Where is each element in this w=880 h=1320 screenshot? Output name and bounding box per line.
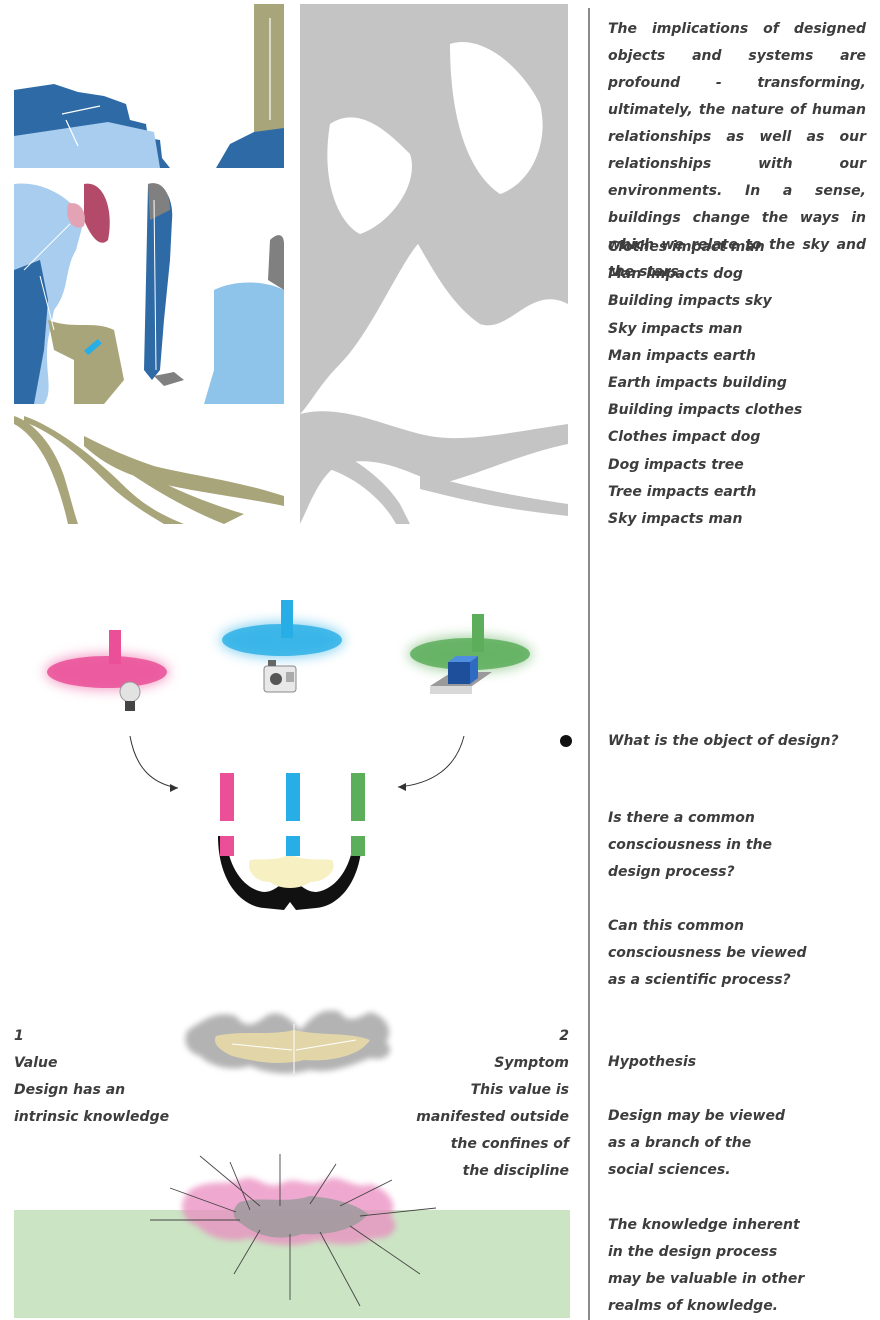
question-scientific-process: Can this common consciousness be viewed … [608, 918, 807, 988]
gray-texture-panel [300, 4, 568, 524]
radiating-arrows [150, 1154, 437, 1307]
column-divider [588, 8, 590, 1320]
list-item: Clothes impact dog [608, 429, 761, 446]
green-disc [408, 614, 532, 672]
question-common-consciousness: Is there a common consciousness in the d… [608, 810, 773, 880]
hypothesis-knowledge: The knowledge inherent in the design pro… [608, 1217, 805, 1314]
cube-icon [430, 656, 492, 694]
person-dog-panel [14, 183, 284, 404]
symptom-splat [150, 1154, 437, 1307]
hypothesis-heading: Hypothesis [608, 1054, 697, 1070]
list-item: Man impacts earth [608, 347, 756, 364]
bullet-dot [560, 735, 572, 747]
intro-paragraph: The implications of designed objects and… [608, 21, 866, 280]
list-item: Building impacts clothes [608, 402, 803, 419]
video-camera-icon [263, 660, 297, 693]
list-item: Man impacts dog [608, 266, 743, 283]
hypothesis-social-sciences: Design may be viewed as a branch of the … [608, 1108, 785, 1178]
pink-bar [220, 773, 234, 821]
list-item: Building impacts sky [608, 293, 772, 310]
arrow-right-curve [397, 735, 465, 788]
building-panel [14, 4, 284, 168]
list-item: Dog impacts tree [608, 456, 744, 473]
light-bulb-icon [119, 681, 141, 711]
branches-panel [14, 416, 284, 524]
list-item: Earth impacts building [608, 375, 787, 392]
design-objects-diagram [45, 600, 532, 910]
trident-vessel [218, 836, 365, 910]
list-item: Tree impacts earth [608, 483, 757, 500]
green-bar [351, 773, 365, 821]
symptom-label: 2 Symptom This value is manifested outsi… [416, 1028, 569, 1179]
pink-disc [45, 630, 169, 690]
value-splat [185, 1010, 391, 1074]
list-item: Sky impacts man [608, 320, 743, 337]
cyan-disc [220, 600, 344, 658]
list-item: Clothes impact man [608, 239, 765, 255]
cyan-bar [286, 773, 300, 821]
question-object-of-design: What is the object of design? [608, 733, 839, 749]
list-item: Sky impacts man [608, 511, 743, 528]
value-label: 1 Value Design has an intrinsic knowledg… [14, 1028, 170, 1125]
arrow-left-curve [129, 735, 179, 789]
impacts-list: Clothes impact man Man impacts dog Build… [608, 234, 866, 533]
